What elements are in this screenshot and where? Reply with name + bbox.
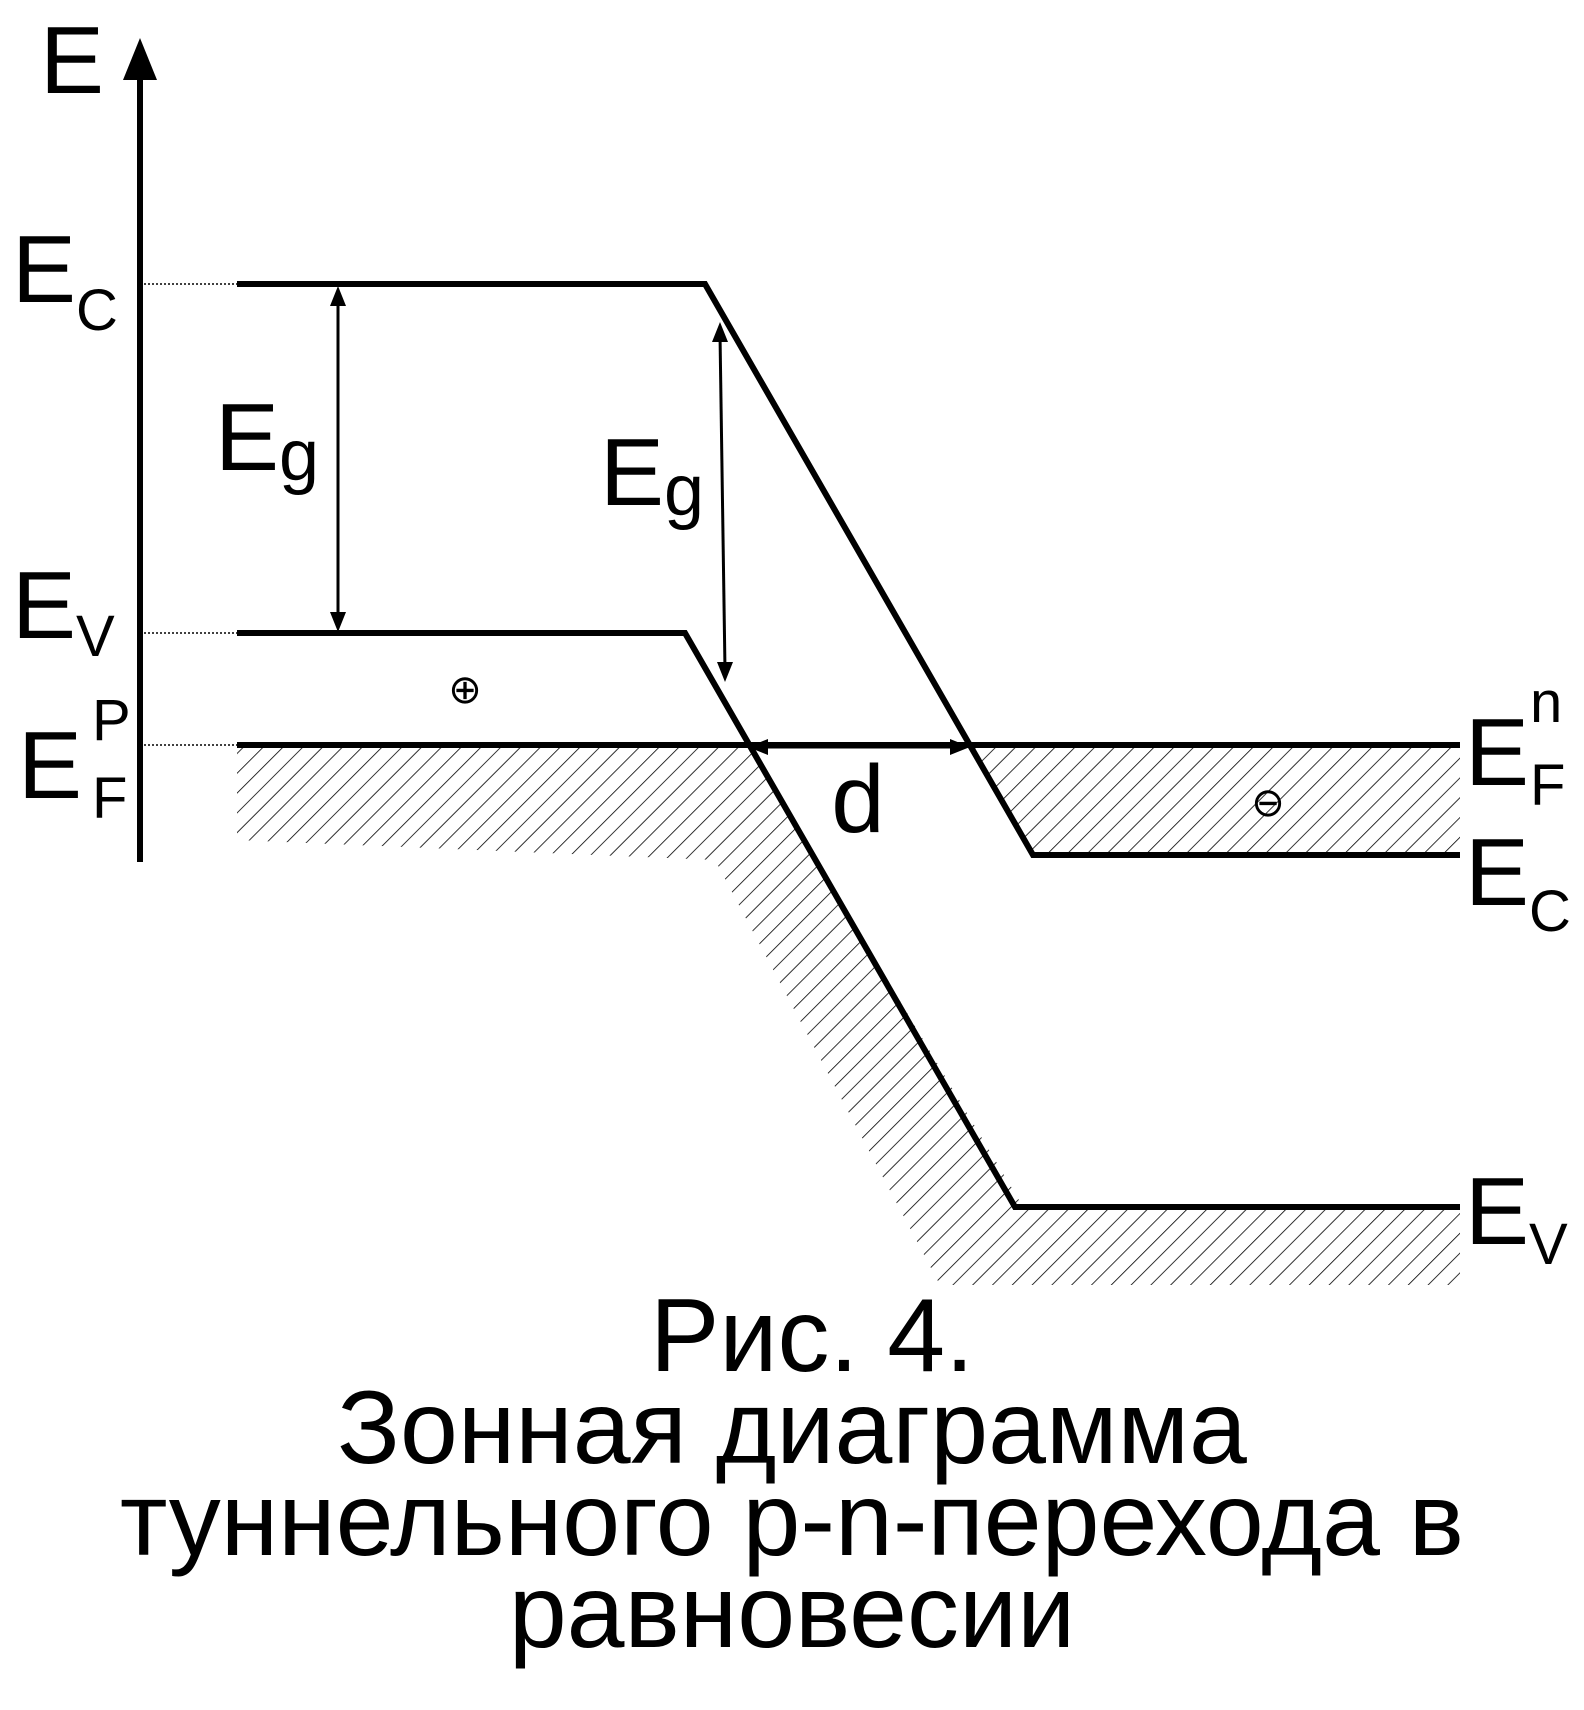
right-ef-sub: F [1530, 753, 1565, 818]
right-ev-label: EV [1465, 1158, 1568, 1277]
gap-middle-dimension [718, 333, 727, 671]
energy-axis-label: E [40, 7, 104, 114]
caption-line-4: равновесии [508, 1554, 1076, 1670]
gap-middle-label: Eg [600, 419, 704, 531]
electron-symbol: ⊖ [1251, 781, 1285, 825]
gap-middle-arrow-top [712, 322, 728, 342]
right-ec-label: EC [1465, 819, 1571, 944]
energy-axis-arrowhead [123, 38, 157, 80]
left-ec-label: EC [12, 216, 118, 343]
figure-caption: Рис. 4. Зонная диаграмма туннельного p-n… [0, 1278, 1584, 1670]
caption-line-2: Зонная диаграмма [337, 1370, 1247, 1486]
caption-line-1: Рис. 4. [650, 1278, 974, 1394]
valence-band-edge [237, 630, 1460, 1210]
n-side-filled-electrons [970, 745, 1460, 855]
gap-middle-arrow-bottom [717, 662, 733, 682]
p-side-filled-states [237, 745, 1460, 1285]
depletion-arrow-left [748, 739, 768, 755]
left-ef-label: E [18, 712, 82, 819]
conduction-band-edge [237, 281, 1460, 858]
caption-line-3: туннельного p-n-перехода в [119, 1462, 1465, 1578]
gap-left-label: Eg [215, 384, 319, 496]
depletion-width-label: d [831, 746, 884, 853]
hole-symbol: ⊕ [448, 668, 482, 712]
right-ef-sup: n [1530, 670, 1562, 735]
gap-left-arrow-bottom [330, 612, 346, 632]
left-ef-sub: F [92, 766, 127, 831]
depletion-arrow-right [950, 739, 970, 755]
left-ef-sup: P [92, 688, 131, 753]
left-ev-label: EV [12, 552, 115, 669]
right-ef-label: E [1465, 699, 1529, 806]
gap-left-arrow-top [330, 286, 346, 306]
